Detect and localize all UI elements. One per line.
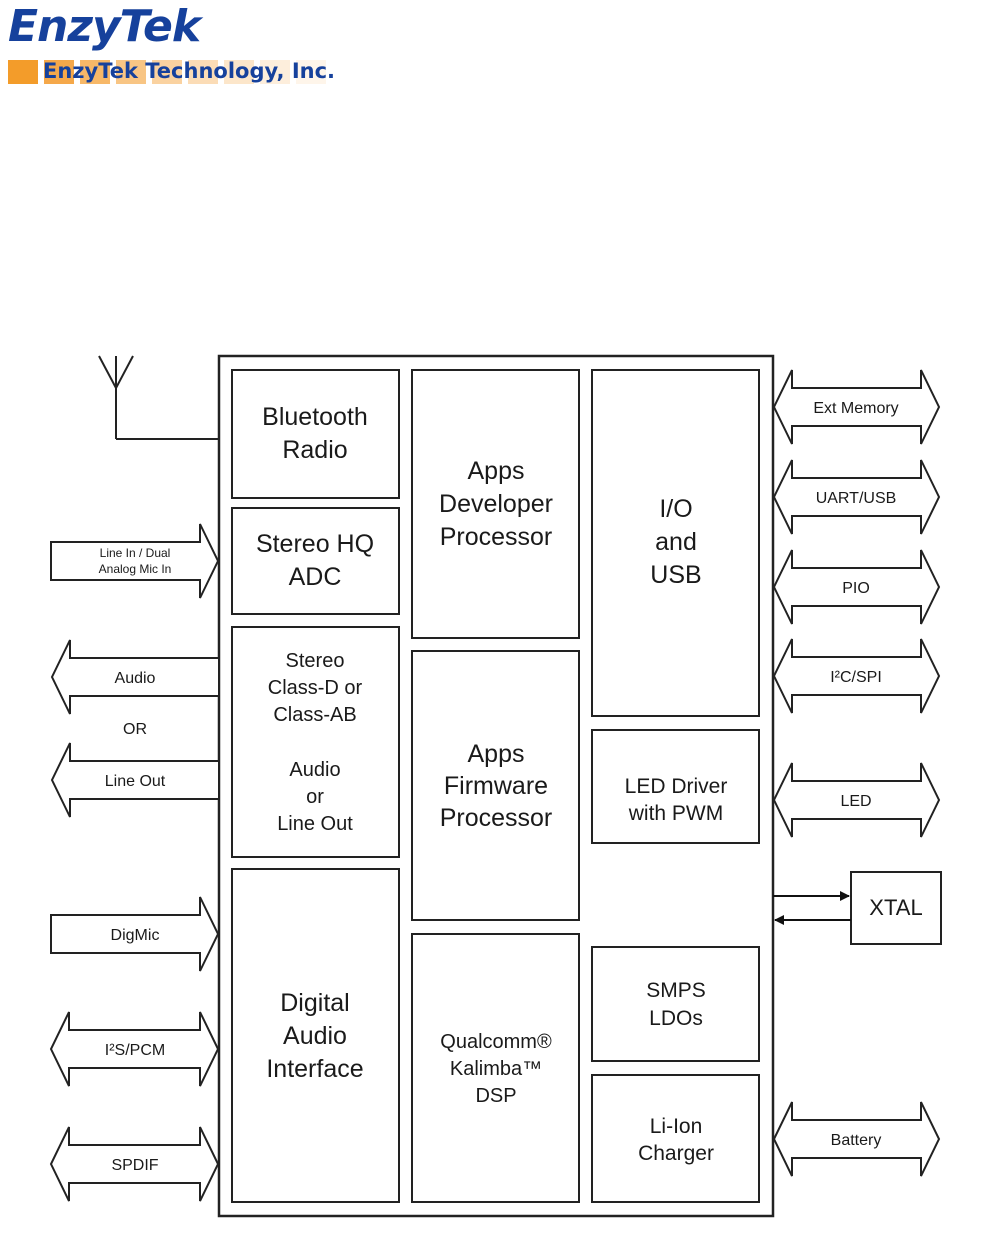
label-io-2: and <box>655 528 697 556</box>
label-adp-3: Processor <box>440 523 553 551</box>
arrow-ext-memory <box>772 369 941 445</box>
label-afp-3: Processor <box>440 804 553 832</box>
logo-accent-bar <box>8 60 326 84</box>
block-io-usb <box>591 369 760 717</box>
brand-logo-text: EnzyTek <box>8 1 201 52</box>
arrow-uart-usb <box>772 459 941 535</box>
block-li-ion-charger <box>591 1074 760 1203</box>
label-line-out: Line Out <box>105 773 166 790</box>
arrow-pio <box>772 549 941 625</box>
arrow-i2s-pcm <box>49 1011 220 1087</box>
label-uart-usb: UART/USB <box>816 490 897 507</box>
label-i2c-spi: I²C/SPI <box>830 669 882 686</box>
label-afp-1: Apps <box>468 740 525 768</box>
label-led-driver-1: LED Driver <box>625 775 728 798</box>
arrow-audio <box>50 639 218 715</box>
label-i2s-pcm: I²S/PCM <box>105 1042 165 1059</box>
arrow-battery <box>772 1101 941 1177</box>
label-stereo-amp-6: or <box>306 786 324 808</box>
block-bluetooth-radio <box>231 369 400 499</box>
block-kalimba-dsp <box>411 933 580 1203</box>
label-bluetooth-radio-2: Radio <box>282 436 347 464</box>
label-digmic: DigMic <box>111 927 160 944</box>
label-adp-1: Apps <box>468 457 525 485</box>
label-line-in-1: Line In / Dual <box>100 546 171 560</box>
label-charger-2: Charger <box>638 1142 714 1165</box>
label-stereo-amp-7: Line Out <box>277 813 353 835</box>
label-adp-2: Developer <box>439 490 553 518</box>
chip-outline <box>217 354 775 1218</box>
label-dai-3: Interface <box>266 1055 363 1083</box>
label-smps-1: SMPS <box>646 979 706 1002</box>
company-name: EnzyTek Technology, Inc. <box>43 59 336 83</box>
label-ext-memory: Ext Memory <box>813 400 898 417</box>
label-stereo-hq-adc-1: Stereo HQ <box>256 530 374 558</box>
block-stereo-hq-adc <box>231 507 400 615</box>
label-dsp-1: Qualcomm® <box>440 1031 552 1053</box>
label-smps-2: LDOs <box>649 1007 703 1030</box>
label-battery: Battery <box>831 1132 882 1149</box>
label-stereo-amp-2: Class-D or <box>268 677 363 699</box>
label-pio: PIO <box>842 580 870 597</box>
block-xtal <box>850 871 942 945</box>
label-stereo-amp-3: Class-AB <box>273 704 356 726</box>
label-io-1: I/O <box>659 495 692 523</box>
arrow-digmic <box>50 896 220 972</box>
block-stereo-amp <box>231 626 400 858</box>
label-dsp-3: DSP <box>475 1085 516 1107</box>
label-dai-1: Digital <box>280 989 349 1017</box>
arrow-line-in <box>50 523 220 599</box>
label-afp-2: Firmware <box>444 772 548 800</box>
label-audio: Audio <box>115 670 156 687</box>
arrow-line-out <box>50 742 218 818</box>
label-charger-1: Li-Ion <box>650 1115 703 1138</box>
label-dai-2: Audio <box>283 1022 347 1050</box>
label-led-driver-2: with PWM <box>628 802 724 825</box>
arrow-led <box>772 762 941 838</box>
label-xtal: XTAL <box>869 895 922 920</box>
antenna-icon <box>98 355 219 440</box>
arrow-i2c-spi <box>772 638 941 714</box>
block-digital-audio-interface <box>231 868 400 1203</box>
block-smps-ldos <box>591 946 760 1062</box>
label-spdif: SPDIF <box>111 1157 158 1174</box>
label-led: LED <box>840 793 871 810</box>
label-or: OR <box>123 721 147 738</box>
label-bluetooth-radio-1: Bluetooth <box>262 403 368 431</box>
block-apps-developer-processor <box>411 369 580 639</box>
block-apps-firmware-processor <box>411 650 580 921</box>
label-io-3: USB <box>650 561 701 589</box>
label-stereo-amp-5: Audio <box>289 759 340 781</box>
label-stereo-hq-adc-2: ADC <box>289 563 342 591</box>
label-line-in-2: Analog Mic In <box>99 562 172 576</box>
label-dsp-2: Kalimba™ <box>450 1058 542 1080</box>
label-stereo-amp-1: Stereo <box>286 650 345 672</box>
block-led-driver <box>591 729 760 844</box>
arrow-spdif <box>49 1126 220 1202</box>
